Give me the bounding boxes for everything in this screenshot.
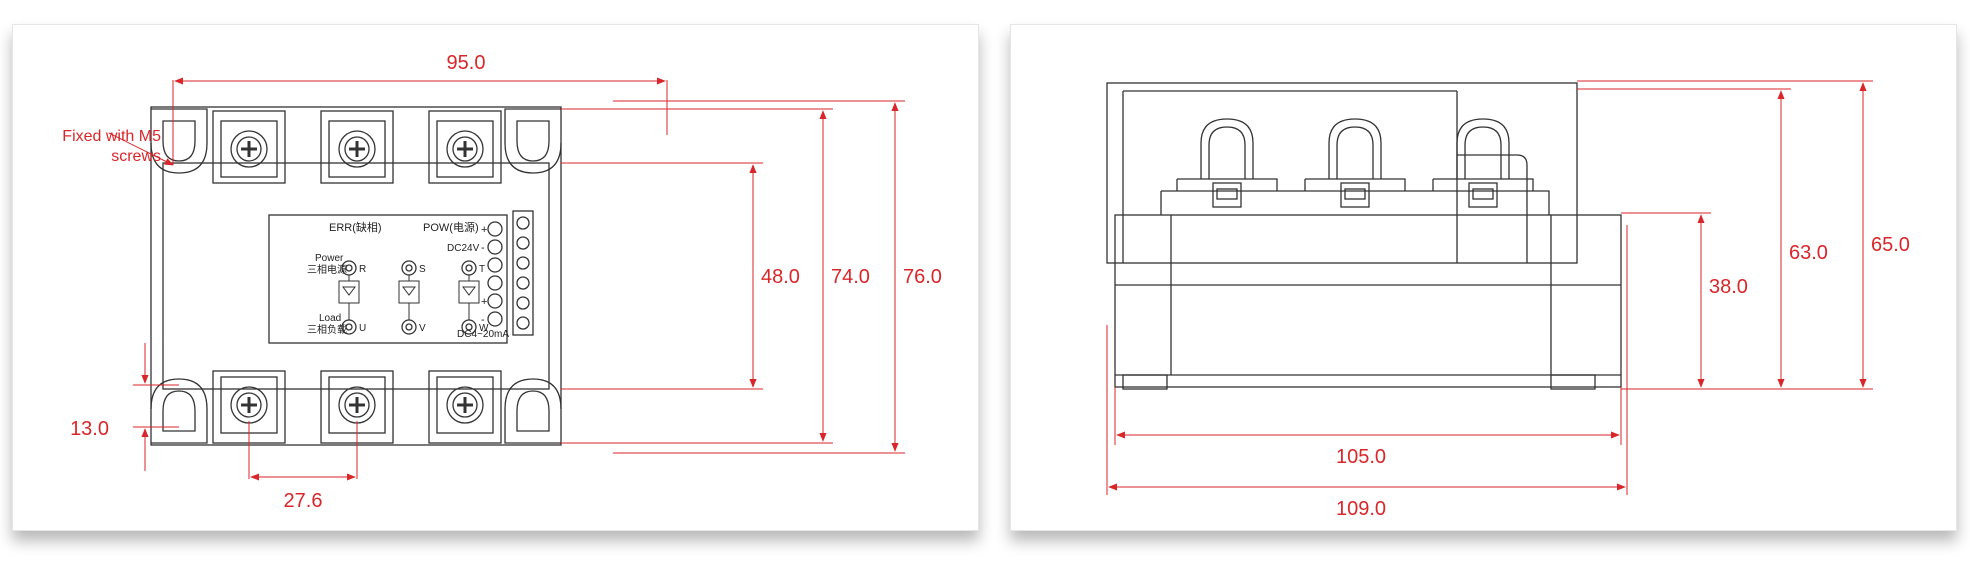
dim-65-extension xyxy=(1577,80,1873,390)
dim-109-label: 109.0 xyxy=(1336,498,1386,520)
front-view-drawing: ERR(缺相) POW(电源) Power 三相电源 Load 三相负载 R S… xyxy=(62,52,942,512)
dim-95-label: 95.0 xyxy=(447,52,486,74)
dim-13-extension xyxy=(133,384,179,428)
side-view-card: 105.0 109.0 38.0 63.0 65.0 xyxy=(1010,24,1957,531)
dim-76-label: 76.0 xyxy=(903,266,942,288)
err-label: ERR(缺相) xyxy=(329,220,382,234)
side-terminal-rail-1 xyxy=(1176,178,1278,191)
phase-v-label: V xyxy=(419,323,426,334)
load-cn-label: 三相负载 xyxy=(307,323,347,336)
dim-105-label: 105.0 xyxy=(1336,446,1386,468)
relay-center-band xyxy=(162,162,550,390)
dim-65-label: 65.0 xyxy=(1871,234,1910,256)
dim-38-label: 38.0 xyxy=(1709,276,1748,298)
phase-u-label: U xyxy=(359,323,366,334)
side-step xyxy=(1457,154,1528,263)
phase-r-label: R xyxy=(359,264,366,275)
dim-74-extension xyxy=(561,108,833,444)
terminal-top-3 xyxy=(428,110,502,184)
right-mounting-ear-bottom xyxy=(504,378,562,444)
pow-label: POW(电源) xyxy=(423,220,479,234)
dim-105-extension xyxy=(1114,387,1622,445)
dim-63-label: 63.0 xyxy=(1789,242,1828,264)
side-base xyxy=(1114,214,1622,388)
side-terminal-loop-1 xyxy=(1200,118,1254,208)
control-terminal-strip-screws xyxy=(516,216,530,330)
load-en-label: Load xyxy=(319,313,341,324)
terminal-top-1 xyxy=(212,110,286,184)
thyristor-symbols xyxy=(338,275,480,320)
dc24v-plus: + xyxy=(481,224,487,236)
side-foot-right xyxy=(1550,374,1596,390)
note-line2: screws xyxy=(111,148,161,165)
left-mounting-ear-top xyxy=(150,108,208,174)
side-terminal-loop-3 xyxy=(1456,118,1510,208)
side-housing-inner xyxy=(1122,90,1458,263)
relay-body-outline xyxy=(150,106,562,446)
dc420-label: DC4~20mA xyxy=(457,329,509,340)
dim-27-label: 27.6 xyxy=(284,490,323,512)
side-terminal-rail-3 xyxy=(1432,178,1534,191)
control-terminal-strip xyxy=(512,210,534,336)
right-mounting-ear-top xyxy=(504,108,562,174)
dc24v-label: DC24V xyxy=(447,243,480,254)
front-view-card: ERR(缺相) POW(电源) Power 三相电源 Load 三相负载 R S… xyxy=(12,24,979,531)
dim-95-extension xyxy=(172,80,668,165)
dim-27-extension xyxy=(248,421,358,479)
dim-76-extension xyxy=(613,100,905,454)
note-leader xyxy=(108,132,174,166)
dc420-minus: - xyxy=(481,314,485,326)
side-terminal-loop-2 xyxy=(1328,118,1382,208)
side-view-drawing: 105.0 109.0 38.0 63.0 65.0 xyxy=(1106,80,1910,520)
dc420-plus: + xyxy=(481,296,487,308)
panel-control-screws xyxy=(487,221,503,327)
phase-t-label: T xyxy=(479,264,485,275)
dim-38-extension xyxy=(1621,212,1801,390)
control-panel xyxy=(268,214,508,344)
dim-48-label: 48.0 xyxy=(761,266,800,288)
phase-w-label: W xyxy=(479,323,489,334)
left-mounting-ear-bottom xyxy=(150,378,208,444)
dim-109-extension xyxy=(1106,225,1628,495)
side-upper-housing xyxy=(1106,82,1578,264)
side-terminal-rail-2 xyxy=(1304,178,1406,191)
dim-13-label: 13.0 xyxy=(70,418,109,440)
power-en-label: Power xyxy=(315,253,344,264)
side-base-dividers xyxy=(1170,215,1552,375)
dim-48-extension xyxy=(561,162,763,390)
side-foot-left xyxy=(1122,374,1168,390)
phase-s-label: S xyxy=(419,264,426,275)
terminal-bottom-3 xyxy=(428,370,502,444)
dc24v-minus: - xyxy=(481,242,485,254)
power-cn-label: 三相电源 xyxy=(307,263,347,276)
terminal-top-2 xyxy=(320,110,394,184)
side-terminal-bar xyxy=(1160,190,1550,215)
note-line1: Fixed with M5 xyxy=(62,128,161,145)
dim-74-label: 74.0 xyxy=(831,266,870,288)
